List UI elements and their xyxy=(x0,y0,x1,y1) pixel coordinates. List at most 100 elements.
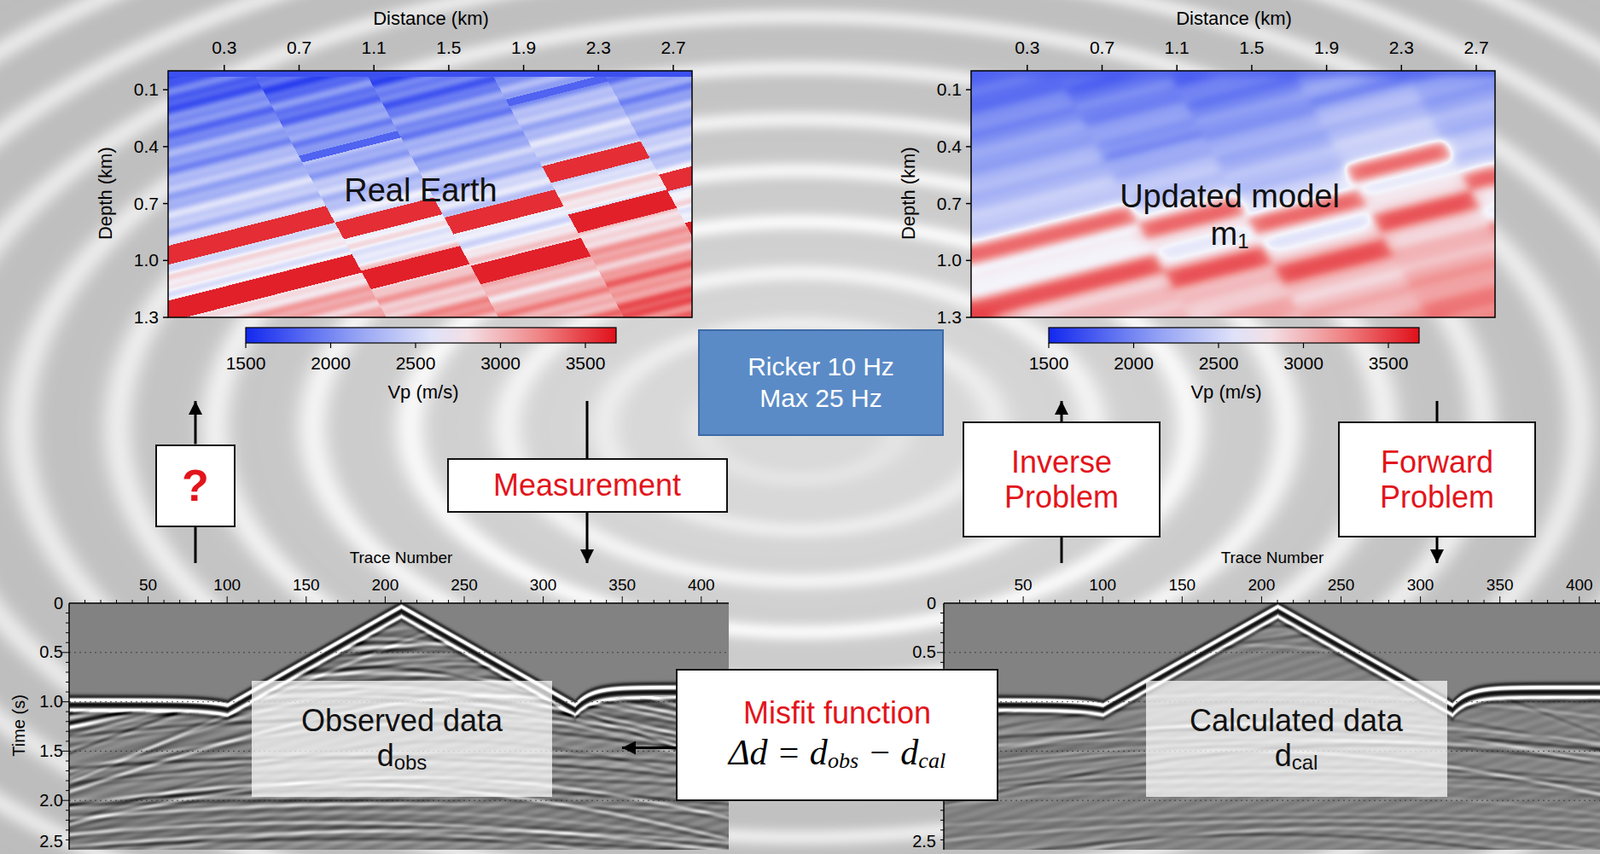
tick-label: 0.7 xyxy=(936,193,962,214)
axis-title: Depth (km) xyxy=(896,147,919,241)
label-anchor: 100 xyxy=(1088,576,1117,595)
node-text: d xyxy=(1274,738,1292,774)
node-text: Measurement xyxy=(493,467,681,503)
tick-mark xyxy=(990,599,992,604)
tick-mark xyxy=(1245,599,1246,604)
axis-line xyxy=(69,602,729,605)
axis-title: Trace Number xyxy=(1221,548,1325,567)
tick-mark xyxy=(372,64,375,71)
label-anchor: 300 xyxy=(529,576,558,595)
label-anchor: Depth (km) xyxy=(896,147,919,241)
tick-mark xyxy=(1086,599,1088,604)
label-anchor: Time (s) xyxy=(9,694,30,757)
node-text: Inverse Problem xyxy=(1004,444,1119,515)
axis-title: Distance (km) xyxy=(1175,7,1292,30)
tick-mark xyxy=(1023,596,1024,604)
process-box: Measurement xyxy=(447,458,728,513)
tick-mark xyxy=(1217,343,1219,349)
label-anchor: 0.3 xyxy=(211,37,237,59)
text-line: Observed data xyxy=(301,703,503,739)
process-box: Inverse Problem xyxy=(962,421,1161,538)
tick-label: 1.3 xyxy=(936,307,962,327)
axis-title: Trace Number xyxy=(349,548,454,567)
tick-label: 1.0 xyxy=(936,250,962,270)
tick-mark xyxy=(1467,599,1469,604)
tick-mark xyxy=(1175,64,1178,71)
text-block: ? xyxy=(181,459,210,512)
axis-line xyxy=(943,602,1600,605)
label-anchor: 0.1 xyxy=(133,79,159,100)
connector-arrow xyxy=(1436,537,1439,564)
label-patch: Calculated datadcal xyxy=(1146,680,1448,798)
label-anchor: 1.5 xyxy=(1239,37,1264,59)
source-wavelet-box: Ricker 10 Hz Max 25 Hz xyxy=(698,329,944,437)
tick-label: 1.1 xyxy=(361,37,387,58)
tick-label: 0.1 xyxy=(133,79,159,99)
question-box: ? xyxy=(155,444,236,528)
label-anchor: 0.7 xyxy=(936,193,962,215)
connector-arrow xyxy=(586,401,589,459)
tick-label: 200 xyxy=(372,576,400,594)
tick-mark xyxy=(1213,599,1215,604)
grid-line xyxy=(943,651,1600,653)
tick-mark xyxy=(65,662,70,664)
label-anchor: 2500 xyxy=(395,353,437,374)
velocity-image xyxy=(971,70,1496,318)
tick-label: 1.5 xyxy=(1239,37,1264,58)
tick-mark xyxy=(590,599,592,604)
label-anchor: 200 xyxy=(372,576,400,595)
label-anchor: 300 xyxy=(1407,576,1435,595)
tick-mark xyxy=(1356,599,1358,604)
tick-mark xyxy=(100,599,102,604)
model-panel: Updated modelm1 xyxy=(965,66,1499,402)
tick-mark xyxy=(1261,596,1263,604)
tick-mark xyxy=(1197,599,1199,604)
tick-mark xyxy=(959,599,960,604)
tick-mark xyxy=(1547,599,1548,604)
tick-mark xyxy=(1134,599,1135,604)
tick-mark xyxy=(210,599,212,604)
label-anchor: 0.7 xyxy=(133,193,159,215)
tick-mark xyxy=(1292,599,1294,604)
tick-mark xyxy=(1303,343,1304,349)
tick-mark xyxy=(527,599,529,604)
label-anchor: 1.5 xyxy=(39,741,64,762)
tick-mark xyxy=(65,721,70,722)
tick-label: 300 xyxy=(1407,576,1435,594)
tick-mark xyxy=(1372,599,1374,604)
tick-mark xyxy=(65,692,70,693)
tick-label: 0.7 xyxy=(133,193,159,214)
tick-mark xyxy=(1133,343,1135,349)
tick-mark xyxy=(598,64,600,71)
label-anchor: 0.4 xyxy=(133,136,159,158)
node-text: Real Earth xyxy=(343,172,498,209)
text-line: dobs xyxy=(377,738,428,775)
connector-arrow xyxy=(1060,401,1064,422)
label-anchor: 3500 xyxy=(565,353,606,374)
label-anchor: 1.0 xyxy=(936,250,962,271)
tick-mark xyxy=(940,622,944,624)
label-anchor: 1.0 xyxy=(133,250,159,271)
label-anchor: 2.3 xyxy=(586,37,611,59)
tick-mark xyxy=(605,599,607,604)
label-anchor: 3500 xyxy=(1368,353,1409,374)
tick-label: 2.3 xyxy=(1389,37,1414,58)
label-anchor: 2.3 xyxy=(1389,37,1414,59)
tick-mark xyxy=(464,596,466,604)
tick-mark xyxy=(273,599,275,604)
tick-label: 50 xyxy=(139,576,158,594)
tick-mark xyxy=(65,809,70,811)
label-anchor: 2.7 xyxy=(660,37,686,59)
label-anchor: 200 xyxy=(1248,576,1276,595)
tick-mark xyxy=(940,809,944,811)
text-block: Misfit functionΔd = dobs− dcal xyxy=(728,695,946,774)
tick-mark xyxy=(431,599,433,604)
tick-label: 1.5 xyxy=(436,37,461,58)
connector-arrow xyxy=(586,512,589,564)
tick-mark xyxy=(65,780,70,782)
label-anchor: 1.9 xyxy=(511,37,536,59)
node-text: obs xyxy=(827,748,859,774)
tick-mark xyxy=(975,599,977,604)
